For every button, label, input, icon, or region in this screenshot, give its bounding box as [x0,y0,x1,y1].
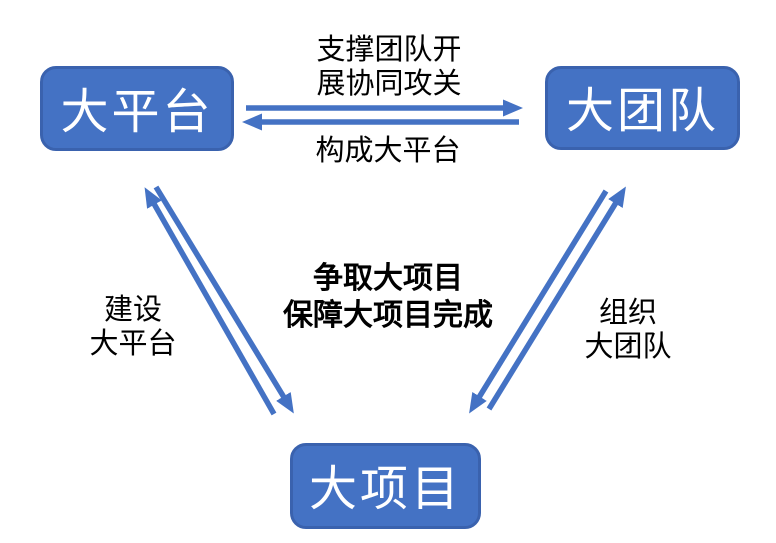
edge-label-platform-to-team-line2: 展协同攻关 [316,68,462,100]
edge-label-project-platform-line2: 大平台 [89,328,177,360]
center-label: 争取大项目 保障大项目完成 [283,260,493,334]
edge-label-platform-to-team: 支撑团队开 展协同攻关 [316,33,461,101]
node-platform-label: 大平台 [60,85,214,139]
edge-label-team-to-platform: 构成大平台 [315,134,460,168]
arrow-team-to-project [469,189,609,414]
node-project: 大项目 [290,443,481,529]
edge-label-team-to-platform-line1: 构成大平台 [315,135,461,167]
center-label-line1: 争取大项目 [313,262,463,295]
node-team-label: 大团队 [565,85,719,138]
edge-label-project-team: 组织 大团队 [584,296,671,364]
node-project-label: 大项目 [308,463,462,516]
node-team: 大团队 [545,66,740,150]
arrow-project-to-platform [144,187,277,416]
node-platform: 大平台 [40,66,234,151]
edge-label-project-team-line1: 组织 [598,297,658,329]
edge-label-project-platform: 建设 大平台 [89,293,176,361]
arrow-platform-to-project [153,185,294,414]
edge-label-project-platform-line1: 建设 [103,294,163,326]
edge-label-project-team-line2: 大团队 [584,331,672,363]
edge-label-platform-to-team-line1: 支撑团队开 [316,34,462,66]
arrow-project-to-team [486,186,626,411]
center-label-line2: 保障大项目完成 [283,299,493,332]
